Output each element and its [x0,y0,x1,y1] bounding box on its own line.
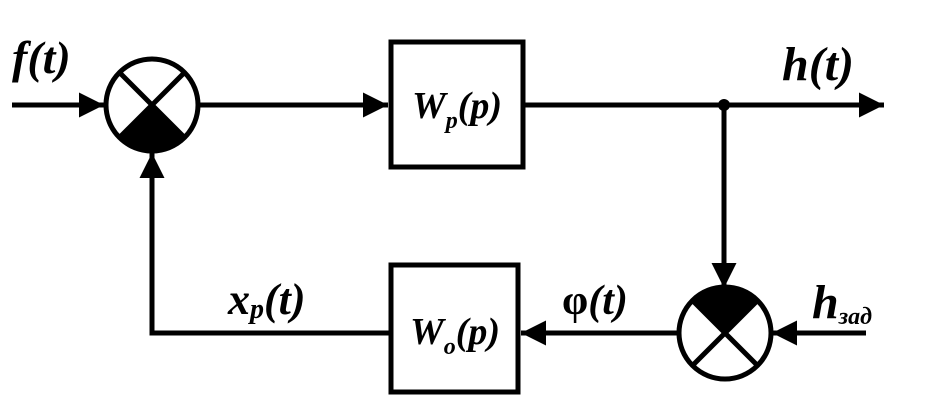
regulator-block-label: Wo(p) [410,311,500,360]
comparator-junction [676,284,774,382]
regulator-block [388,262,521,395]
control-signal-label: xp(t) [227,275,306,325]
output-label: h(t) [782,38,854,91]
plant-block [388,39,526,170]
feedback-line [139,153,391,336]
plant-block-label: Wp(p) [412,85,502,134]
disturbance-label: f(t) [12,32,71,83]
summing-junction [103,56,201,154]
branch-junction [718,99,730,111]
error-signal-label: φ(t) [562,278,628,324]
setpoint-label: hзад [812,276,872,330]
